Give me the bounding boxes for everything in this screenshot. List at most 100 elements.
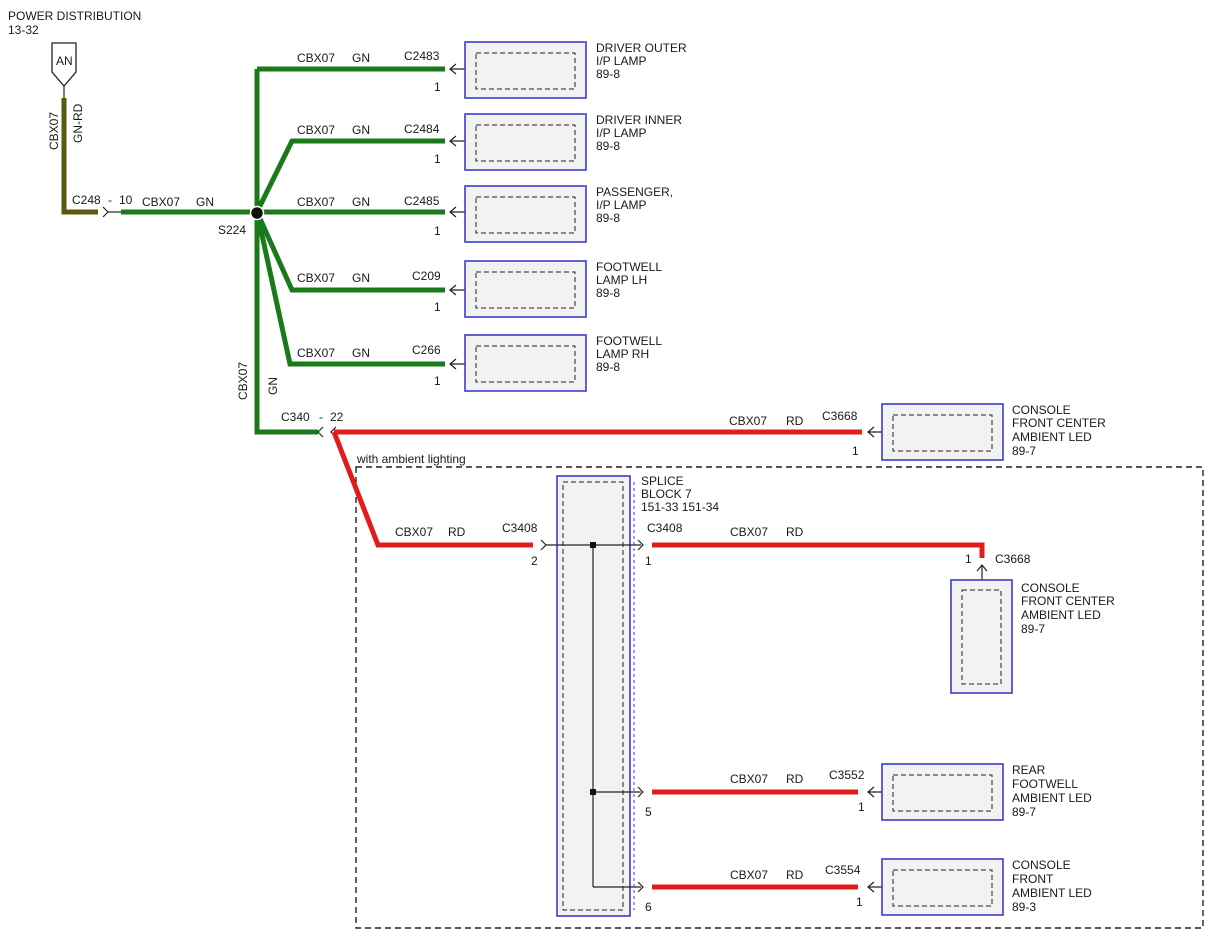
console-top-connector: C3668: [822, 409, 858, 423]
splice-in-color: RD: [448, 525, 466, 539]
connector-c3668-option[interactable]: [976, 564, 988, 580]
lamp-name-1: DRIVER INNER: [596, 113, 682, 127]
branch-color: GN: [352, 51, 370, 65]
feed-circuit: CBX07: [142, 195, 180, 209]
lamp-branch-4: CBX07 GN C209 1 FOOTWELL LAMP LH 89-8: [297, 260, 662, 318]
console-top-ref: 89-7: [1012, 444, 1036, 458]
wire-splice-in[interactable]: [331, 431, 533, 548]
console-top-name1: CONSOLE: [1012, 403, 1071, 417]
branch-circuit: CBX07: [297, 123, 335, 137]
center-pin: 1: [965, 552, 972, 566]
connector-c2483[interactable]: [449, 63, 465, 75]
lamp-name-2: I/P LAMP: [596, 126, 646, 140]
lamp-name-1: FOOTWELL: [596, 260, 662, 274]
lamp-branch-2: CBX07 GN C2484 1 DRIVER INNER I/P LAMP 8…: [297, 113, 682, 171]
center-name1: CONSOLE: [1021, 581, 1080, 595]
c248-connector[interactable]: [102, 206, 121, 218]
front-name3: AMBIENT LED: [1012, 886, 1092, 900]
c340-pin: 22: [330, 410, 344, 424]
lamp-name-1: DRIVER OUTER: [596, 41, 687, 55]
lamp-name-2: I/P LAMP: [596, 54, 646, 68]
lamp-name-2: I/P LAMP: [596, 198, 646, 212]
wire-branch-c266[interactable]: [254, 211, 445, 367]
splice-s224[interactable]: [249, 205, 265, 221]
connector-c209[interactable]: [449, 284, 465, 296]
lamp-name-2: LAMP RH: [596, 347, 649, 361]
branch-pin: 1: [434, 224, 441, 238]
wire-branch-c2484[interactable]: [254, 138, 445, 214]
lamp-ref: 89-8: [596, 67, 620, 81]
rear-connector: C3552: [829, 768, 865, 782]
connector-pin5[interactable]: [637, 786, 644, 798]
front-name1: CONSOLE: [1012, 858, 1071, 872]
lamp-name-1: PASSENGER,: [596, 185, 673, 199]
svg-text:-: -: [319, 410, 323, 424]
branch-color: GN: [352, 195, 370, 209]
branch-circuit: CBX07: [297, 195, 335, 209]
wire-branch-c209[interactable]: [254, 210, 445, 293]
connector-c3408-out[interactable]: [637, 539, 644, 551]
connector-c3408-in[interactable]: [540, 539, 547, 551]
console-top-color: RD: [786, 414, 804, 428]
splice-in-pin: 2: [531, 554, 538, 568]
lamp-branch-5: CBX07 GN C266 1 FOOTWELL LAMP RH 89-8: [297, 334, 662, 392]
splice-pin5: 5: [645, 805, 652, 819]
branch-color: GN: [352, 346, 370, 360]
splice-s224-label: S224: [218, 223, 246, 237]
splice-out-connector: C3408: [647, 521, 683, 535]
connector-c3668-top[interactable]: [867, 426, 882, 438]
option-label: with ambient lighting: [356, 452, 466, 466]
front-pin: 1: [856, 895, 863, 909]
c248-label: C248: [72, 193, 101, 207]
center-circuit: CBX07: [730, 525, 768, 539]
connector-c3552[interactable]: [867, 786, 882, 798]
c340-label: C340: [281, 410, 310, 424]
connector-c3554[interactable]: [867, 881, 882, 893]
branch-connector: C2484: [404, 122, 440, 136]
branch-pin: 1: [434, 152, 441, 166]
center-name3: AMBIENT LED: [1021, 608, 1101, 622]
connector-c2485[interactable]: [449, 206, 465, 218]
front-color: RD: [786, 868, 804, 882]
wire-trunk-gn[interactable]: [254, 69, 318, 435]
page-title: POWER DISTRIBUTION: [8, 9, 141, 23]
branch-connector: C2485: [404, 194, 440, 208]
lamp-ref: 89-8: [596, 211, 620, 225]
lamp-branch-3: CBX07 GN C2485 1 PASSENGER, I/P LAMP 89-…: [297, 185, 673, 243]
trunk-circuit-label: CBX07: [236, 362, 250, 400]
front-connector: C3554: [825, 863, 861, 877]
page-ref: 13-32: [8, 23, 39, 37]
branch-connector: C209: [412, 269, 441, 283]
branch-connector: C266: [412, 343, 441, 357]
splice-block-7[interactable]: [546, 475, 641, 917]
console-top-name3: AMBIENT LED: [1012, 430, 1092, 444]
branch-circuit: CBX07: [297, 271, 335, 285]
branch-color: GN: [352, 271, 370, 285]
branch-connector: C2483: [404, 49, 440, 63]
front-ref: 89-3: [1012, 900, 1036, 914]
wire-console-center-option[interactable]: [652, 542, 985, 558]
rear-name3: AMBIENT LED: [1012, 791, 1092, 805]
branch-pin: 1: [434, 80, 441, 94]
splice-block-name2: BLOCK 7: [641, 487, 692, 501]
connector-c266[interactable]: [449, 358, 465, 370]
console-top-pin: 1: [852, 444, 859, 458]
splice-in-circuit: CBX07: [395, 525, 433, 539]
rear-color: RD: [786, 772, 804, 786]
rear-name1: REAR: [1012, 763, 1046, 777]
rear-circuit: CBX07: [730, 772, 768, 786]
lamp-ref: 89-8: [596, 139, 620, 153]
ambient-lighting-option-region: [355, 466, 1204, 929]
connector-c2484[interactable]: [449, 135, 465, 147]
trunk-color-label: GN: [266, 377, 280, 395]
console-top-name2: FRONT CENTER: [1012, 416, 1106, 430]
rear-pin: 1: [858, 800, 865, 814]
splice-out-pin1: 1: [645, 554, 652, 568]
lamp-ref: 89-8: [596, 286, 620, 300]
source-tag-label: AN: [56, 54, 73, 68]
wire-source-gnrd[interactable]: [61, 98, 98, 215]
splice-block-refs: 151-33 151-34: [641, 500, 719, 514]
connector-pin6[interactable]: [637, 881, 644, 893]
svg-text:-: -: [108, 193, 112, 207]
source-tag[interactable]: AN: [51, 42, 77, 87]
